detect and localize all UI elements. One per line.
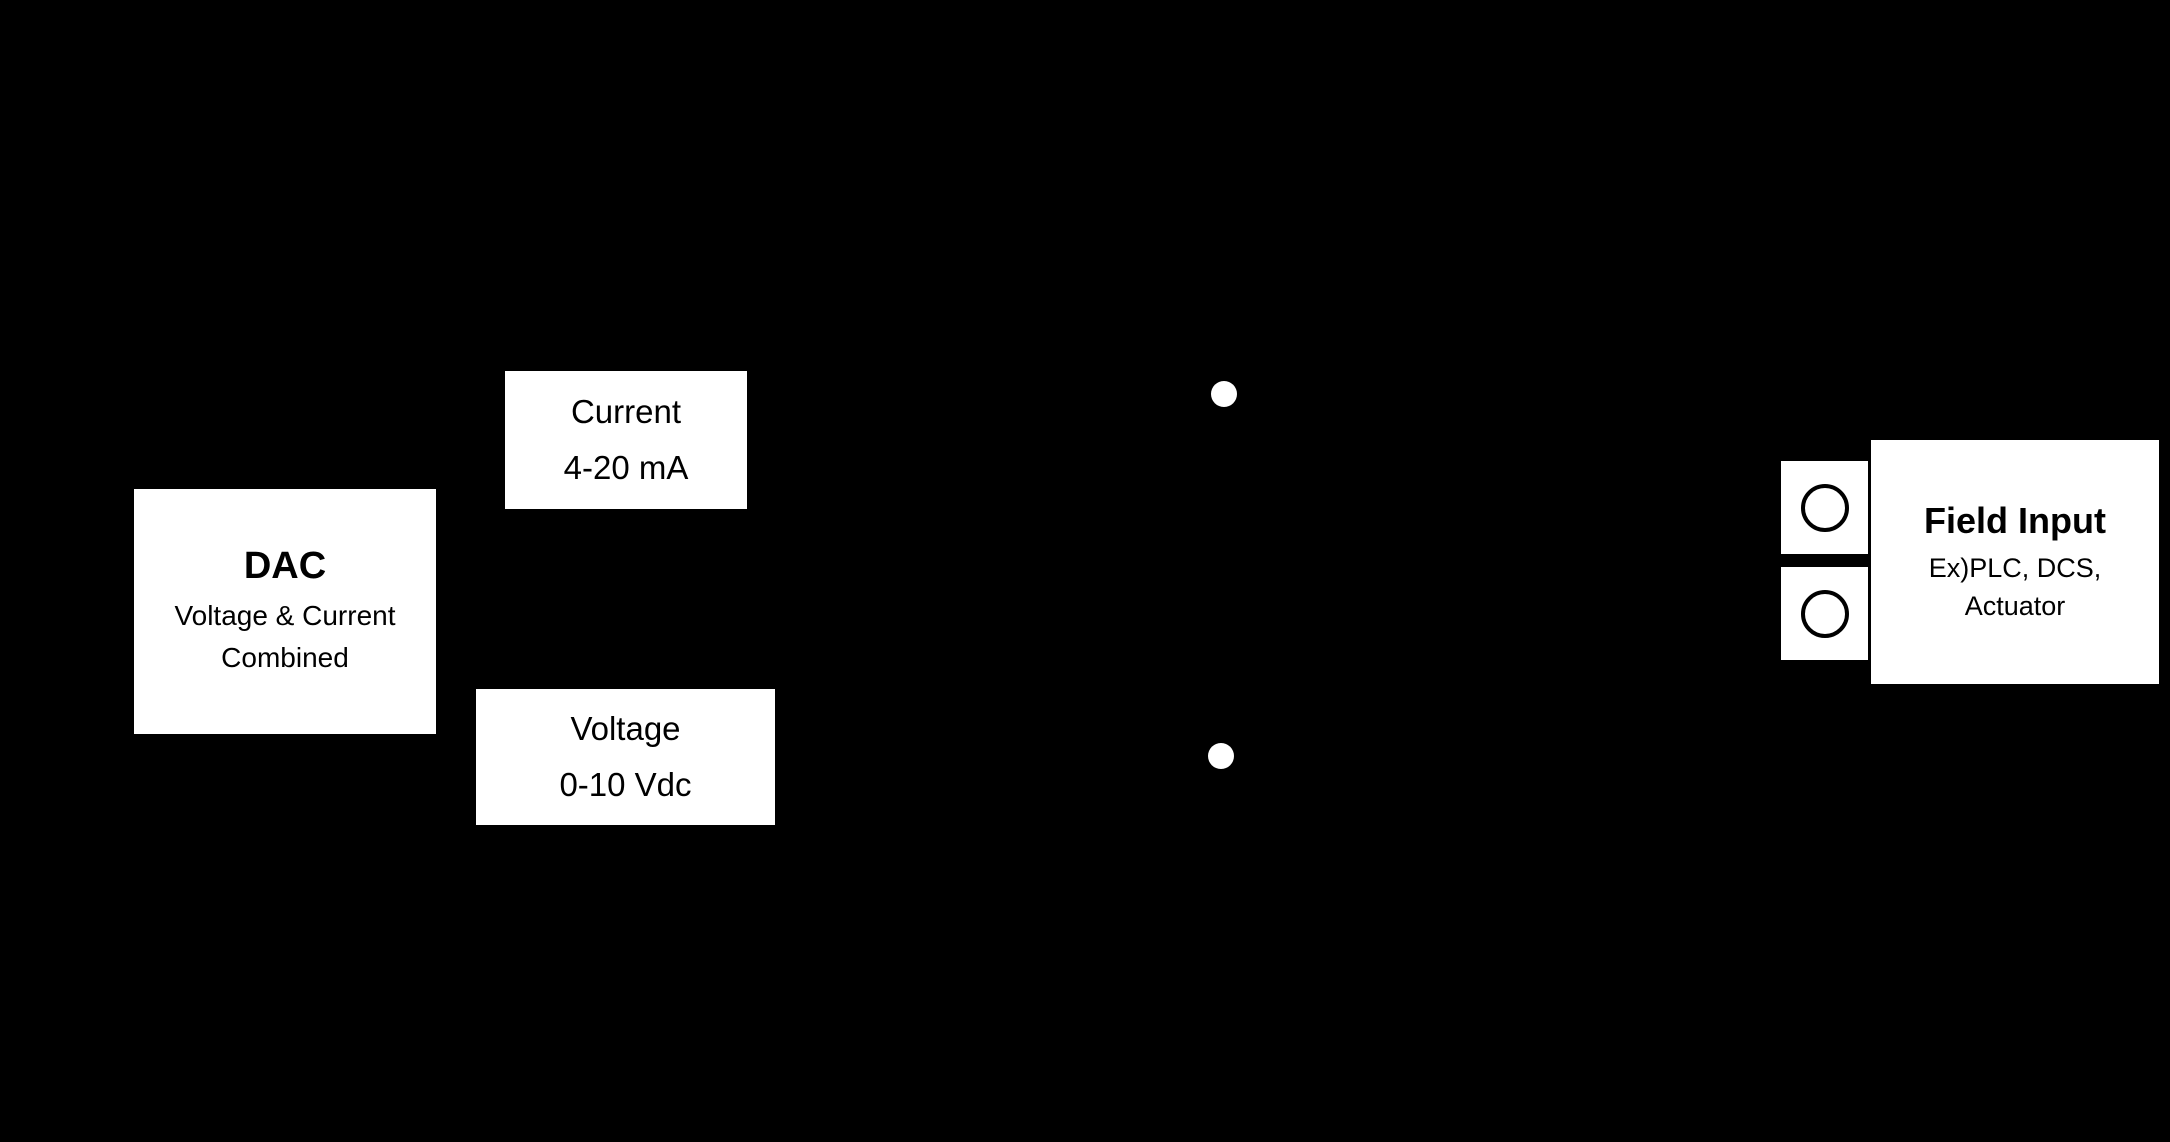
terminal-bottom (1781, 567, 1868, 660)
current-output-label: Current 4-20 mA (505, 371, 747, 509)
field-input-subtitle-line1: Ex)PLC, DCS, (1928, 552, 2102, 583)
field-input-block: Field Input Ex)PLC, DCS, Actuator (1871, 440, 2159, 684)
terminal-screw-icon (1800, 483, 1849, 532)
current-label-line2: 4-20 mA (563, 449, 689, 486)
dac-block: DAC Voltage & Current Combined (134, 489, 436, 734)
field-input-title: Field Input (1924, 499, 2106, 541)
junction-dot-bottom (1208, 743, 1234, 769)
terminal-top (1781, 461, 1868, 554)
terminal-screw-icon (1800, 589, 1849, 638)
current-label-line1: Current (570, 392, 682, 430)
dac-title: DAC (243, 544, 327, 587)
dac-subtitle-line2: Combined (221, 642, 349, 674)
junction-dot-top (1211, 381, 1237, 407)
voltage-output-label: Voltage 0-10 Vdc (476, 689, 775, 825)
dac-subtitle-line1: Voltage & Current (174, 600, 396, 632)
field-input-subtitle-line2: Actuator (1964, 590, 2066, 621)
voltage-label-line2: 0-10 Vdc (559, 766, 692, 803)
voltage-label-line1: Voltage (570, 709, 681, 747)
